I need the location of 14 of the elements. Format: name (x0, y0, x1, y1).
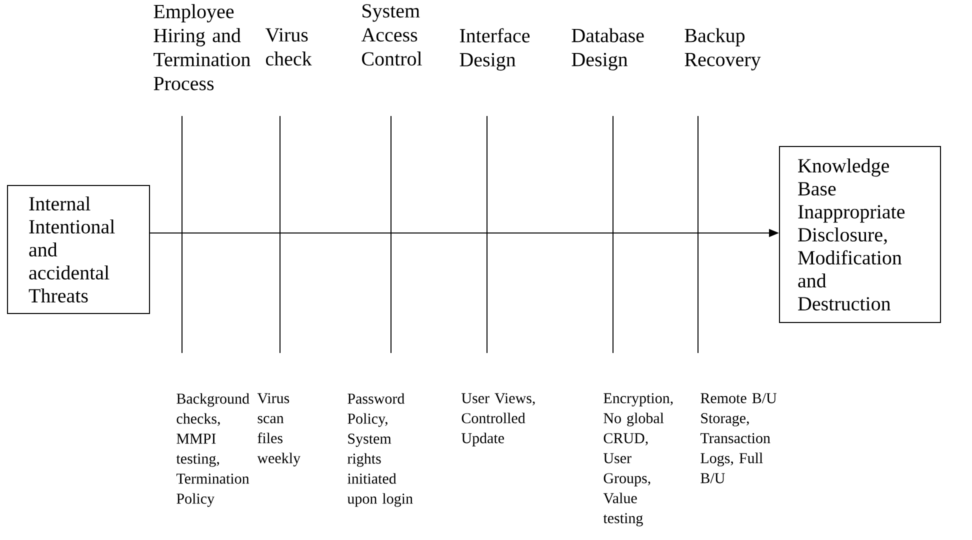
control-label: Remote B/U Storage, Transaction Logs, Full B/U (700, 393, 777, 484)
control-label: Backup Recovery (684, 28, 761, 70)
control-label: User Views, Controlled Update (462, 393, 535, 446)
threat-box: Internal Intentional and accidental Threats (7, 185, 150, 314)
threat-box: Knowledge Base Inappropriate Disclosure, Modification and Destruction (779, 146, 941, 323)
control-label: Employee Hiring and Termination Process (154, 4, 250, 90)
control-label: Virus check (265, 28, 312, 66)
control-label: Encryption, No global CRUD, User Groups, Value testing (603, 393, 673, 526)
control-label: Interface Design (460, 28, 530, 71)
control-label: System Access Control (361, 4, 422, 66)
control-label: Background checks, MMPI testing, Termination Policy (176, 393, 250, 507)
control-label: Database Design (572, 28, 644, 70)
control-label: Password Policy, System rights initiated upon login (347, 393, 413, 507)
control-label: Virus scan files weekly (257, 393, 300, 466)
